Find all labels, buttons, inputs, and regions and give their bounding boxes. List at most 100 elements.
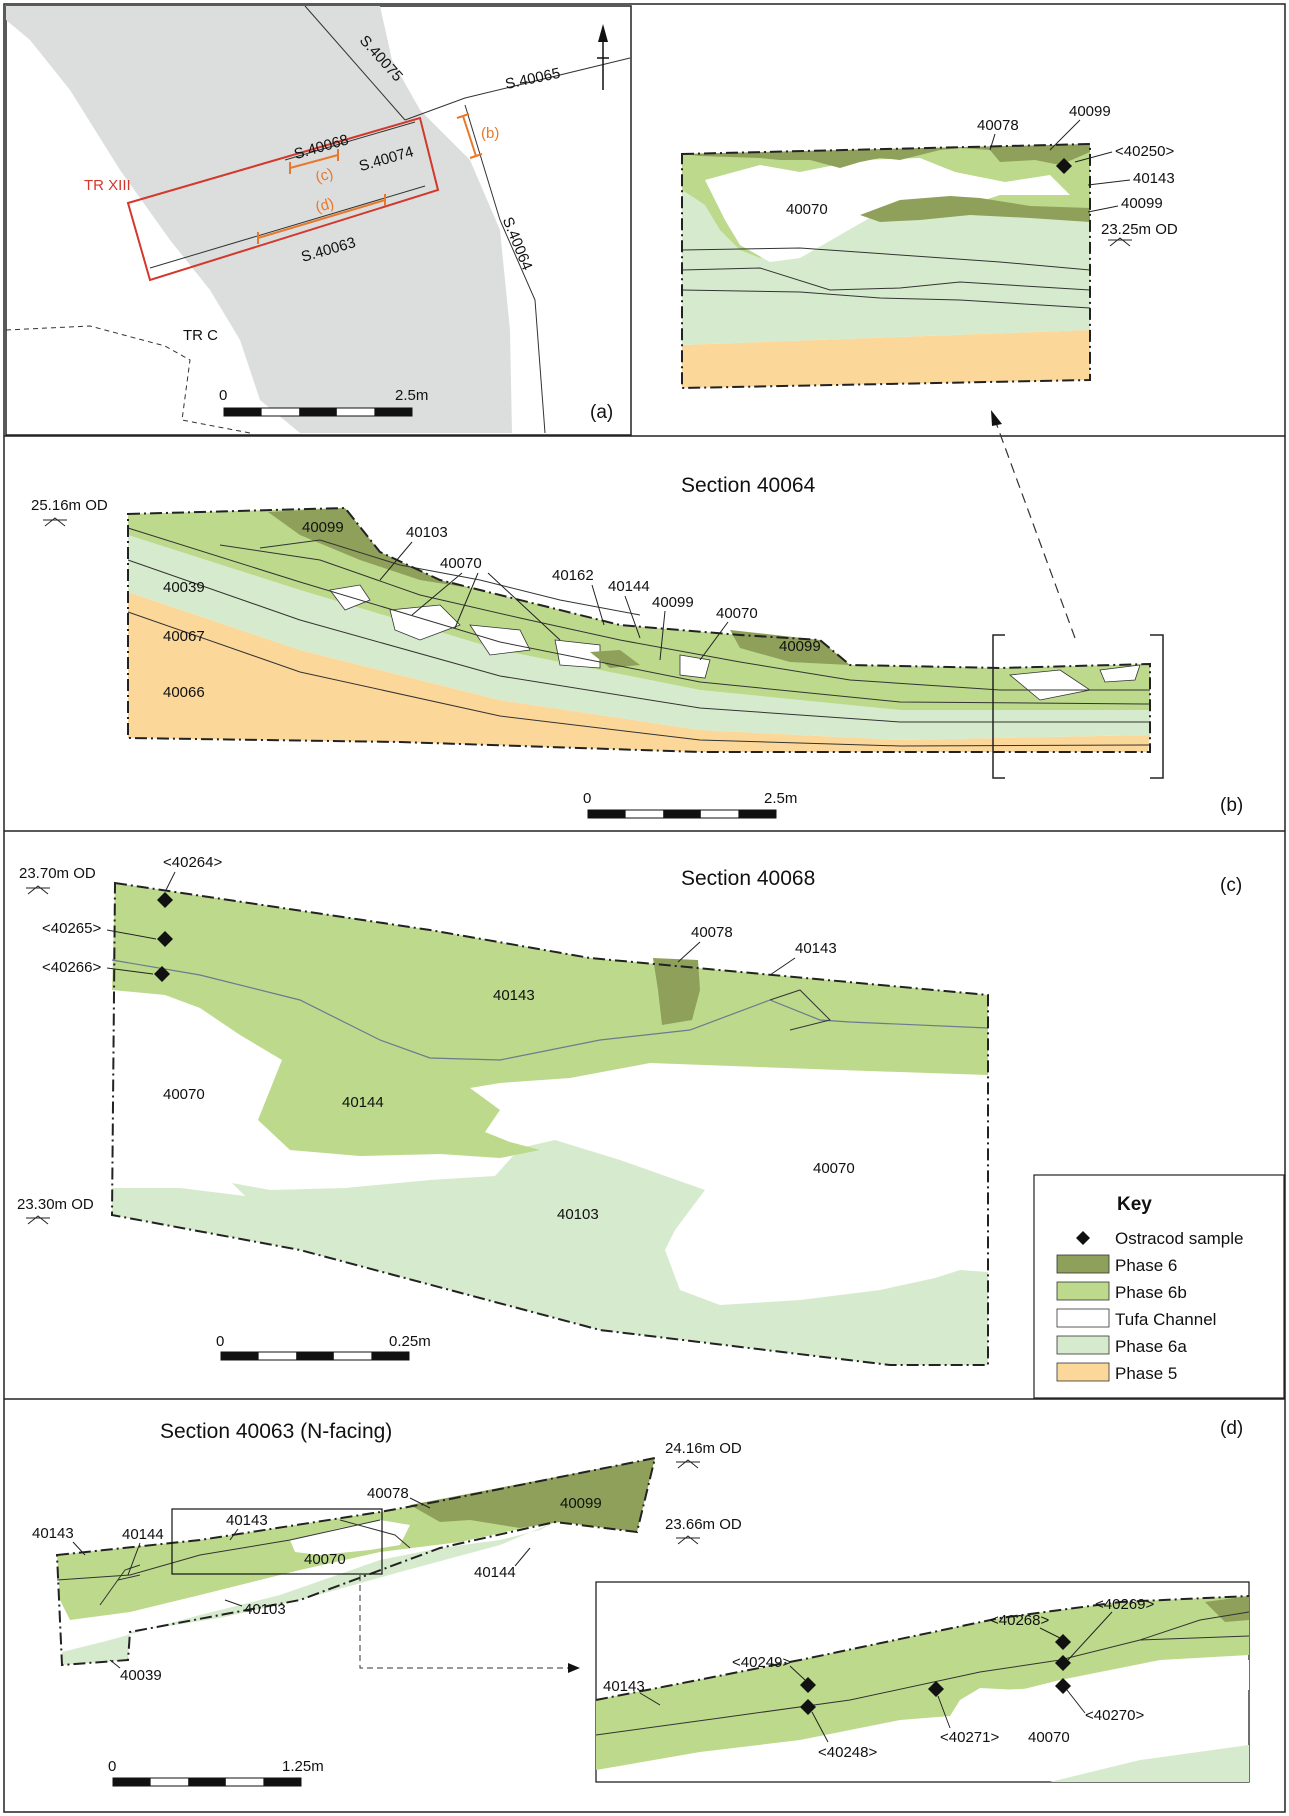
label-detail-d: (d) xyxy=(314,195,336,216)
ostracod-sample-40266 xyxy=(154,966,170,982)
b-inset-bracket xyxy=(992,634,1164,779)
label-detail-c: (c) xyxy=(314,165,336,186)
key-item-phase6a: Phase 6a xyxy=(1115,1337,1187,1356)
scale-bar-c: 0 0.25m xyxy=(216,1333,431,1361)
inset-d-tufa xyxy=(960,1685,1080,1712)
key-title: Key xyxy=(1117,1194,1152,1215)
label-detail-b: (b) xyxy=(481,125,499,142)
inset-d-sample-40270: <40270> xyxy=(1085,1707,1144,1724)
panel-b-od: 25.16m OD xyxy=(31,497,108,514)
inset-d-detail: <40249> <40248> <40271> <40268> <40269> … xyxy=(595,1581,1250,1783)
key-item-phase5: Phase 5 xyxy=(1115,1364,1177,1383)
panel-c-od-top: 23.70m OD xyxy=(19,865,96,882)
b-label-40070b: 40070 xyxy=(716,605,758,622)
scale-bar-a: 0 2.5m xyxy=(219,387,428,417)
key-item-phase6: Phase 6 xyxy=(1115,1256,1177,1275)
key-swatch-tufa xyxy=(1056,1308,1110,1328)
inset-d-sample-40248: <40248> xyxy=(818,1744,877,1761)
panel-c-letter: (c) xyxy=(1220,875,1242,896)
b-label-40039: 40039 xyxy=(163,579,205,596)
scale-a-start: 0 xyxy=(219,387,227,404)
inset-d-tufa-2 xyxy=(1100,1660,1249,1690)
inset-b-label-40070: 40070 xyxy=(786,201,828,218)
panel-d-title: Section 40063 (N-facing) xyxy=(160,1420,392,1443)
b-phase6a xyxy=(128,535,1150,740)
inset-d-phase6a xyxy=(1050,1745,1249,1782)
inset-d-phase6b xyxy=(596,1596,1249,1770)
inset-b-phase5 xyxy=(682,330,1090,388)
d-label-40143a: 40143 xyxy=(32,1525,74,1542)
scale-a-end: 2.5m xyxy=(395,387,428,404)
scale-d-end: 1.25m xyxy=(282,1758,324,1775)
ostracod-sample-40271 xyxy=(928,1681,944,1697)
legend-key: Key Ostracod sample Phase 6 Phase 6b Tuf… xyxy=(1033,1174,1285,1399)
inset-b-pointer xyxy=(991,410,1076,639)
panel-b-letter: (b) xyxy=(1220,795,1243,816)
d-label-40144b: 40144 xyxy=(474,1564,516,1581)
b-phase5 xyxy=(128,592,1150,752)
c-label-40078: 40078 xyxy=(691,924,733,941)
grey-tufa-area xyxy=(6,6,512,433)
ostracod-sample-40250 xyxy=(1056,158,1072,174)
b-label-40066: 40066 xyxy=(163,684,205,701)
detail-brackets xyxy=(257,113,483,244)
inset-b-phase6 xyxy=(682,144,1090,168)
inset-b-phase6-lower xyxy=(860,196,1090,222)
panel-c-section: Section 40068 23.70m OD 23.30m OD <40264… xyxy=(17,854,1242,1366)
inset-b-od: 23.25m OD xyxy=(1101,221,1178,238)
inset-d-sample-40268: <40268> xyxy=(990,1612,1049,1629)
panel-a-letter: (a) xyxy=(590,402,613,423)
key-swatch-diamond xyxy=(1076,1231,1090,1245)
panel-c-od-bottom: 23.30m OD xyxy=(17,1196,94,1213)
panel-d-od-top: 24.16m OD xyxy=(665,1440,742,1457)
b-label-40067: 40067 xyxy=(163,628,205,645)
panel-d-od-bottom: 23.66m OD xyxy=(665,1516,742,1533)
d-label-40103: 40103 xyxy=(244,1601,286,1618)
scale-bar-b: 0 2.5m xyxy=(583,790,797,819)
b-label-40070a: 40070 xyxy=(440,555,482,572)
c-blue-boundary xyxy=(111,959,989,1061)
d-phase6-40099 xyxy=(410,1458,655,1532)
north-arrow-icon xyxy=(597,24,609,90)
c-phase6a xyxy=(112,1140,988,1365)
c-label-40144: 40144 xyxy=(342,1094,384,1111)
c-label-40143a: 40143 xyxy=(795,940,837,957)
scale-c-start: 0 xyxy=(216,1333,224,1350)
inset-d-label-40143: 40143 xyxy=(603,1678,645,1695)
panel-d-letter: (d) xyxy=(1220,1418,1243,1439)
b-phase6-mid xyxy=(730,630,850,665)
b-label-40099a: 40099 xyxy=(302,519,344,536)
inset-b-label-40099a: 40099 xyxy=(1069,103,1111,120)
d-phase6a xyxy=(62,1522,555,1665)
b-label-40103: 40103 xyxy=(406,524,448,541)
inset-b-label-40099b: 40099 xyxy=(1121,195,1163,212)
inset-d-sample-40249: <40249> xyxy=(732,1654,791,1671)
b-phase6-top xyxy=(268,508,470,588)
d-label-40070: 40070 xyxy=(304,1551,346,1568)
scale-c-end: 0.25m xyxy=(389,1333,431,1350)
d-zoom-box xyxy=(171,1508,383,1575)
c-label-40143b: 40143 xyxy=(493,987,535,1004)
b-label-40099c: 40099 xyxy=(779,638,821,655)
scale-b-start: 0 xyxy=(583,790,591,807)
figure-frame xyxy=(3,3,1286,1813)
scale-d-start: 0 xyxy=(108,1758,116,1775)
key-swatch-phase6 xyxy=(1056,1254,1110,1274)
inset-d-sample-40271: <40271> xyxy=(940,1729,999,1746)
panel-c-title: Section 40068 xyxy=(681,867,815,890)
inset-b-label-40250: <40250> xyxy=(1115,143,1174,160)
inset-d-sample-40269: <40269> xyxy=(1095,1596,1154,1613)
ostracod-sample-40265 xyxy=(157,931,173,947)
d-label-40144a: 40144 xyxy=(122,1526,164,1543)
key-swatch-phase5 xyxy=(1056,1362,1110,1382)
panel-b-title: Section 40064 xyxy=(681,474,816,497)
c-sample-40265: <40265> xyxy=(42,920,101,937)
b-label-40099b: 40099 xyxy=(652,594,694,611)
key-item-phase6b: Phase 6b xyxy=(1115,1283,1187,1302)
inset-d-label-40070: 40070 xyxy=(1028,1729,1070,1746)
c-phase6b xyxy=(112,883,988,1158)
key-swatch-phase6b xyxy=(1056,1281,1110,1301)
key-item-ostracod: Ostracod sample xyxy=(1115,1229,1244,1248)
ostracod-sample-40269 xyxy=(1055,1655,1071,1671)
